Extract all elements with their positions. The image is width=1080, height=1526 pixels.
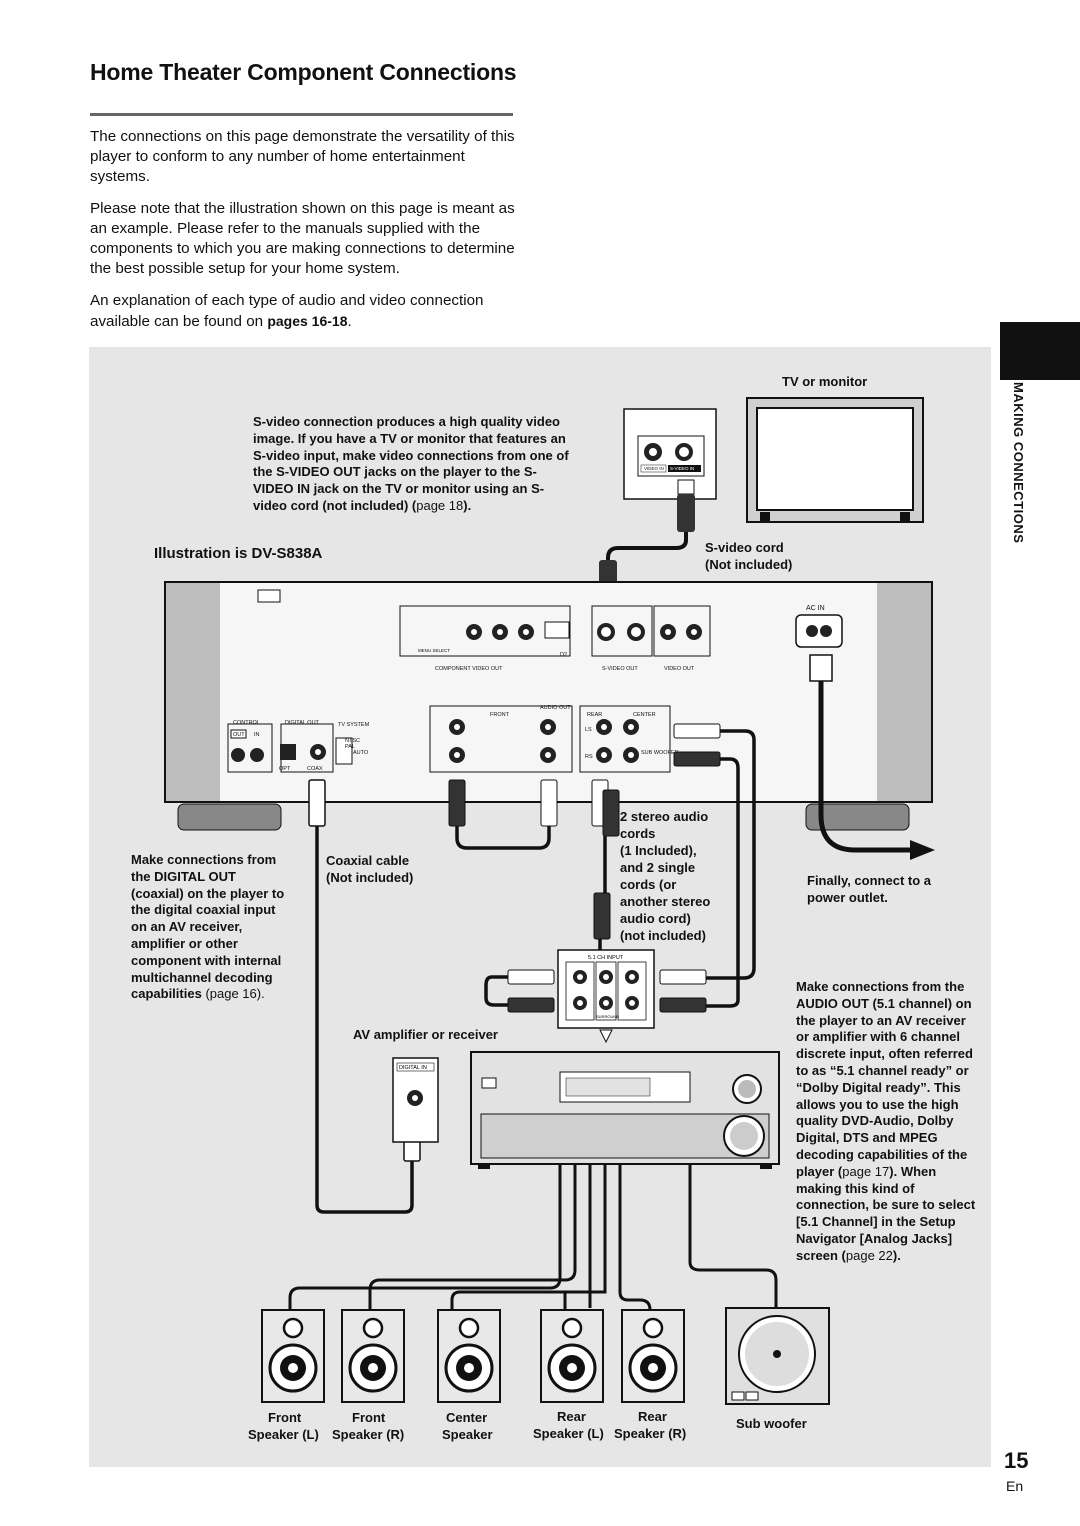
illustration-label: Illustration is DV-S838A	[154, 545, 323, 562]
tv-input-panel	[623, 408, 717, 500]
page-title: Home Theater Component Connections	[90, 59, 517, 85]
audio-out-note-page2: page 22	[845, 1247, 893, 1263]
speaker-label: Rear	[557, 1409, 586, 1424]
speaker-label: Speaker (R)	[332, 1427, 405, 1442]
title-rule	[90, 113, 513, 116]
audio-out-note-page: page 17	[842, 1163, 890, 1179]
svideo-note: S-video connection produces a high quali…	[253, 414, 569, 513]
tv-monitor-label: TV or monitor	[782, 374, 868, 389]
rear-label: REAR	[587, 712, 602, 718]
svideo-plug-tv	[677, 494, 695, 532]
digital-out-label: DIGITAL OUT	[285, 720, 320, 726]
stereo-cords-note: 2 stereo audio cords (1 Included), and 2…	[620, 808, 710, 944]
digital-note-page: (page 16).	[205, 986, 265, 1002]
speaker-label: Rear	[638, 1409, 667, 1424]
speaker-label: Front	[268, 1410, 302, 1425]
speaker-label: Speaker	[442, 1427, 493, 1442]
opt-label: OPT	[279, 766, 291, 772]
speaker-label: Front	[352, 1410, 386, 1425]
front-audio-cables	[448, 779, 620, 960]
coax-label: COAX	[307, 766, 323, 772]
digital-in-label: DIGITAL IN	[399, 1065, 427, 1071]
svideo-out-label: S-VIDEO OUT	[602, 666, 638, 672]
coaxial-cable-label: Coaxial cable	[326, 853, 410, 868]
stereo-cords-line: (not included)	[620, 928, 706, 943]
menu-select-label: MENU SELECT	[418, 648, 450, 653]
speaker-label: Center	[446, 1410, 488, 1425]
intro-paragraph-2: Please note that the illustration shown …	[90, 200, 515, 277]
tv-system-label: TV SYSTEM	[338, 722, 370, 728]
audio-out-note-end: ).	[892, 1247, 901, 1263]
intro-paragraph-1: The connections on this page demonstrate…	[90, 128, 515, 185]
stereo-cords-line: cords	[620, 826, 656, 841]
digital-out-note: Make connections from the DIGITAL OUT (c…	[131, 852, 291, 1003]
audio-out-note-tail: ). When making this kind of connection, …	[796, 1163, 976, 1263]
speaker-label: Speaker (L)	[533, 1426, 604, 1441]
av-receiver	[470, 1051, 780, 1169]
svideo-in-label: S-VIDEO IN	[670, 466, 694, 471]
ch51-input-label: 5.1 CH INPUT	[588, 955, 624, 961]
page-number: 15	[1004, 1448, 1029, 1473]
speaker-wires	[288, 1165, 778, 1311]
coaxial-cable	[308, 779, 421, 1214]
stereo-cords-line: another stereo	[620, 894, 711, 909]
svideo-cord-not-included: (Not included)	[705, 557, 793, 572]
receiver-digital-in-panel: DIGITAL IN	[392, 1057, 439, 1143]
audio-out-note: Make connections from the AUDIO OUT (5.1…	[796, 979, 976, 1263]
ac-in-label: AC IN	[806, 605, 825, 612]
in-label: IN	[254, 732, 260, 738]
svideo-note-text: S-video connection produces a high quali…	[253, 414, 569, 513]
intro-text: The connections on this page demonstrate…	[90, 127, 520, 344]
audio-out-label: AUDIO OUT	[540, 705, 571, 711]
stereo-cords-line: (1 Included),	[620, 843, 697, 858]
stereo-cords-line: audio cord)	[620, 911, 691, 926]
stereo-cords-line: and 2 single	[620, 860, 696, 875]
ls-label: LS	[585, 727, 592, 733]
subwoofer-label: Sub woofer	[736, 1416, 807, 1431]
center-label: CENTER	[633, 712, 656, 718]
pal-label: PAL	[345, 744, 355, 750]
front-label: FRONT	[490, 712, 510, 718]
intro-paragraph-3: An explanation of each type of audio and…	[90, 291, 520, 332]
rear-center-cables	[484, 723, 756, 1013]
svideo-note-end: ).	[463, 497, 472, 513]
tv-monitor	[746, 397, 924, 523]
digital-note-text: Make connections from the DIGITAL OUT (c…	[131, 852, 285, 1002]
pages-reference[interactable]: pages 16-18	[267, 313, 348, 329]
speaker-label: Speaker (R)	[614, 1426, 687, 1441]
stereo-cords-line: cords (or	[620, 877, 677, 892]
svideo-note-page: page 18	[416, 497, 464, 513]
section-tab-marker	[1000, 322, 1080, 380]
stereo-cords-line: 2 stereo audio	[620, 809, 709, 824]
power-cord	[809, 654, 935, 860]
video-out-label: VIDEO OUT	[664, 666, 695, 672]
audio-out-note-text: Make connections from the AUDIO OUT (5.1…	[796, 979, 973, 1179]
intro3-end: .	[347, 313, 352, 330]
arrow-icon	[910, 840, 935, 860]
speaker-label: Speaker (L)	[248, 1427, 319, 1442]
intro3-text: An explanation of each type of audio and…	[90, 292, 484, 330]
power-outlet-note: Finally, connect to a power outlet.	[807, 873, 932, 905]
svideo-cord-label: S-video cord	[705, 540, 784, 555]
speakers	[261, 1307, 830, 1405]
language-label: En	[1006, 1478, 1024, 1494]
d2-label: D2	[560, 652, 567, 658]
sub-woofer-label: SUB WOOFER	[641, 750, 679, 756]
receiver-51-input-panel: 5.1 CH INPUT SURROUND	[557, 949, 655, 1044]
coaxial-cable-not-included: (Not included)	[326, 870, 414, 885]
component-video-out-label: COMPONENT VIDEO OUT	[435, 666, 503, 672]
video-in-label: VIDEO IN	[644, 466, 664, 471]
av-receiver-label: AV amplifier or receiver	[353, 1027, 498, 1042]
control-label: CONTROL	[233, 720, 260, 726]
ntsc-label: NTSC	[345, 738, 360, 744]
rs-label: RS	[585, 754, 593, 760]
auto-label: AUTO	[353, 750, 369, 756]
out-label: OUT	[233, 732, 245, 738]
surround-label: SURROUND	[596, 1014, 619, 1019]
